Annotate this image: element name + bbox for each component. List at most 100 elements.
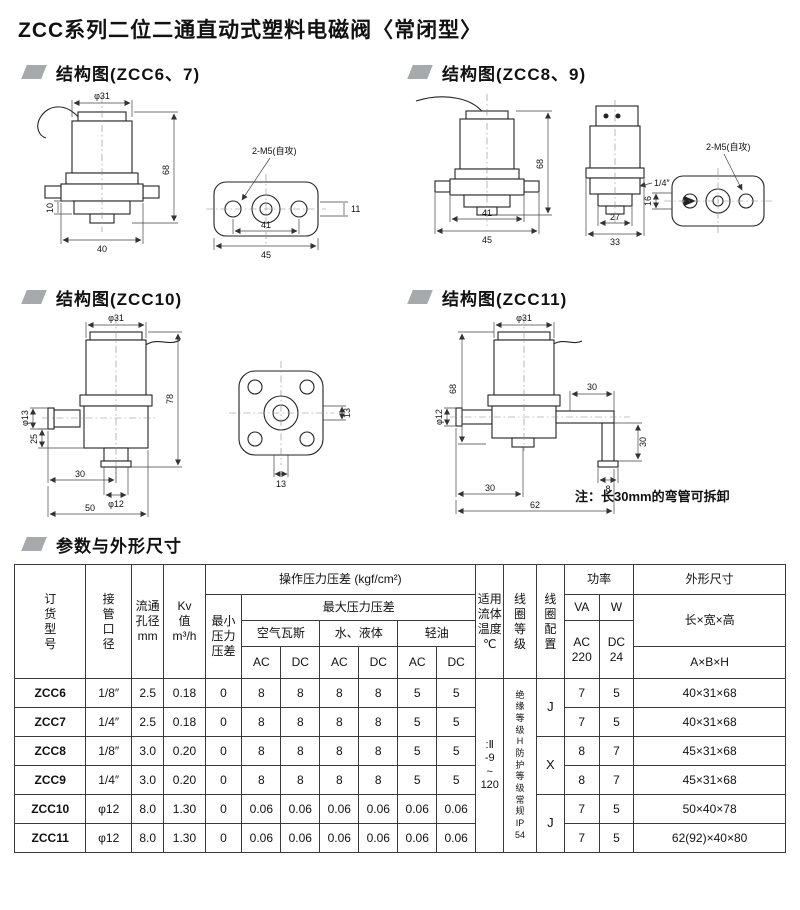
dim-label: 68	[448, 384, 458, 394]
section-header-zcc89: 结构图(ZCC8、9)	[402, 60, 786, 84]
cell-dim: 40×31×68	[633, 707, 786, 737]
cell-min-pressure: 0	[204, 736, 243, 766]
diagram-row-1: 结构图(ZCC6、7)	[14, 56, 786, 281]
cell-oil-ac: 5	[397, 707, 438, 737]
cell-fluid-temp: :Ⅱ -9 ~ 120	[475, 678, 505, 853]
section-header-zcc67: 结构图(ZCC6、7)	[16, 60, 400, 84]
section-header-zcc11: 结构图(ZCC11)	[402, 285, 786, 309]
header-abh: A×B×H	[633, 646, 786, 679]
cell-dim: 62(92)×40×80	[633, 823, 786, 853]
cell-oil-ac: 5	[397, 736, 438, 766]
header-orifice: 流通 孔径 mm	[130, 564, 165, 679]
cell-min-pressure: 0	[204, 678, 243, 708]
table-row-zcc7: ZCC7 1/4″ 2.5 0.18 0 8 8 8 8 5 5 7 5 40×…	[13, 707, 786, 737]
cell-water-dc: 8	[358, 765, 399, 795]
cell-air-dc: 8	[280, 765, 321, 795]
cell-water-ac: 0.06	[319, 794, 360, 824]
dim-label: 27	[610, 212, 620, 222]
section-marker-icon	[407, 290, 433, 304]
dim-label: 45	[482, 235, 492, 245]
header-coil-grade: 线 圈 等 级	[503, 564, 537, 679]
dim-label: φ31	[516, 313, 532, 323]
cell-air-dc: 8	[280, 736, 321, 766]
header-ac220: AC 220	[563, 620, 600, 679]
cell-oil-ac: 0.06	[397, 823, 438, 853]
cell-min-pressure: 0	[204, 823, 243, 853]
cell-dim: 40×31×68	[633, 678, 786, 708]
dim-label: 62	[530, 500, 540, 510]
section-zcc67: 结构图(ZCC6、7)	[14, 56, 400, 281]
cell-oil-dc: 0.06	[436, 794, 477, 824]
dim-label: 41	[482, 208, 492, 218]
dim-label: 30	[587, 382, 597, 392]
header-dimensions: 外形尺寸	[633, 564, 786, 595]
section-marker-icon	[407, 65, 433, 79]
header-lwh: 长×宽×高	[633, 594, 786, 647]
cell-coil-grade: 绝 缘 等 级 H 防 护 等 级 常 规 IP 54	[503, 678, 537, 853]
port-label: 1/4″	[654, 178, 671, 188]
cell-dim: 45×31×68	[633, 736, 786, 766]
cell-air-ac: 0.06	[241, 823, 282, 853]
section-title-zcc89: 结构图(ZCC8、9)	[442, 64, 587, 84]
cell-orifice: 8.0	[130, 823, 165, 853]
cell-kv: 0.18	[163, 707, 206, 737]
cell-air-ac: 8	[241, 765, 282, 795]
header-va: VA	[563, 594, 600, 621]
cell-pipe: φ12	[85, 794, 132, 824]
dim-label: 68	[535, 159, 545, 169]
cell-water-dc: 8	[358, 678, 399, 708]
cell-kv: 0.20	[163, 765, 206, 795]
table-row-zcc8: ZCC8 1/8″ 3.0 0.20 0 8 8 8 8 5 5 X 8 7 4…	[13, 736, 786, 795]
cell-min-pressure: 0	[204, 707, 243, 737]
cell-water-dc: 8	[358, 736, 399, 766]
cell-oil-dc: 0.06	[436, 823, 477, 853]
cell-w: 7	[598, 765, 635, 795]
header-dc24: DC 24	[598, 620, 635, 679]
header-ac: AC	[319, 646, 360, 679]
header-water-liquid: 水、液体	[319, 620, 399, 647]
cell-water-dc: 8	[358, 707, 399, 737]
page-title: ZCC系列二位二通直动式塑料电磁阀〈常闭型〉	[18, 19, 483, 42]
zcc10-side-view	[238, 370, 324, 456]
cell-oil-dc: 5	[436, 707, 477, 737]
cell-va: 7	[563, 678, 600, 708]
cell-va: 8	[563, 736, 600, 766]
header-pipe-size: 接 管 口 径	[85, 564, 132, 679]
header-air-gas: 空气瓦斯	[241, 620, 321, 647]
section-zcc11: 结构图(ZCC11)	[400, 281, 786, 526]
cell-orifice: 3.0	[130, 736, 165, 766]
cell-oil-ac: 0.06	[397, 794, 438, 824]
zcc67-dimension-labels: φ31 68 10 40 2-M5(自攻) 11 41 45	[45, 91, 360, 260]
dim-label: 41	[261, 220, 271, 230]
header-operating-pressure: 操作压力压差 (kgf/cm²)	[204, 564, 477, 595]
cell-water-dc: 0.06	[358, 823, 399, 853]
header-dc: DC	[280, 646, 321, 679]
cell-w: 5	[598, 707, 635, 737]
cell-w: 5	[598, 678, 635, 708]
dim-label: 16	[643, 196, 653, 206]
table-row-zcc9: ZCC9 1/4″ 3.0 0.20 0 8 8 8 8 5 5 8 7 45×…	[13, 765, 786, 795]
cell-air-ac: 8	[241, 707, 282, 737]
zcc67-drawing: φ31 68 10 40 2-M5(自攻) 11 41 45	[37, 91, 360, 260]
cell-air-ac: 8	[241, 736, 282, 766]
dim-label: 40	[97, 244, 107, 254]
dim-label: 10	[45, 203, 55, 213]
cell-kv: 1.30	[163, 794, 206, 824]
header-ac: AC	[397, 646, 438, 679]
cell-coil-config: J	[535, 794, 565, 853]
zcc89-front-view	[415, 96, 540, 216]
cell-air-ac: 0.06	[241, 794, 282, 824]
section-params: 参数与外形尺寸 订 货 型 号 接 管 口 径 流通 孔径 mm Kv 值 m³…	[13, 532, 786, 853]
zcc10-dimension-labels: φ31 78 φ13 25 30 φ12 50 13 13	[20, 313, 352, 513]
cell-pipe: 1/8″	[85, 678, 132, 708]
cell-orifice: 3.0	[130, 765, 165, 795]
header-power: 功率	[563, 564, 635, 595]
cell-orifice: 8.0	[130, 794, 165, 824]
zcc67-dimension-lines	[54, 100, 348, 250]
cell-pipe: φ12	[85, 823, 132, 853]
cell-oil-dc: 5	[436, 736, 477, 766]
cell-kv: 0.18	[163, 678, 206, 708]
dim-label: φ31	[94, 91, 110, 101]
cell-air-dc: 0.06	[280, 823, 321, 853]
section-marker-icon	[21, 290, 47, 304]
